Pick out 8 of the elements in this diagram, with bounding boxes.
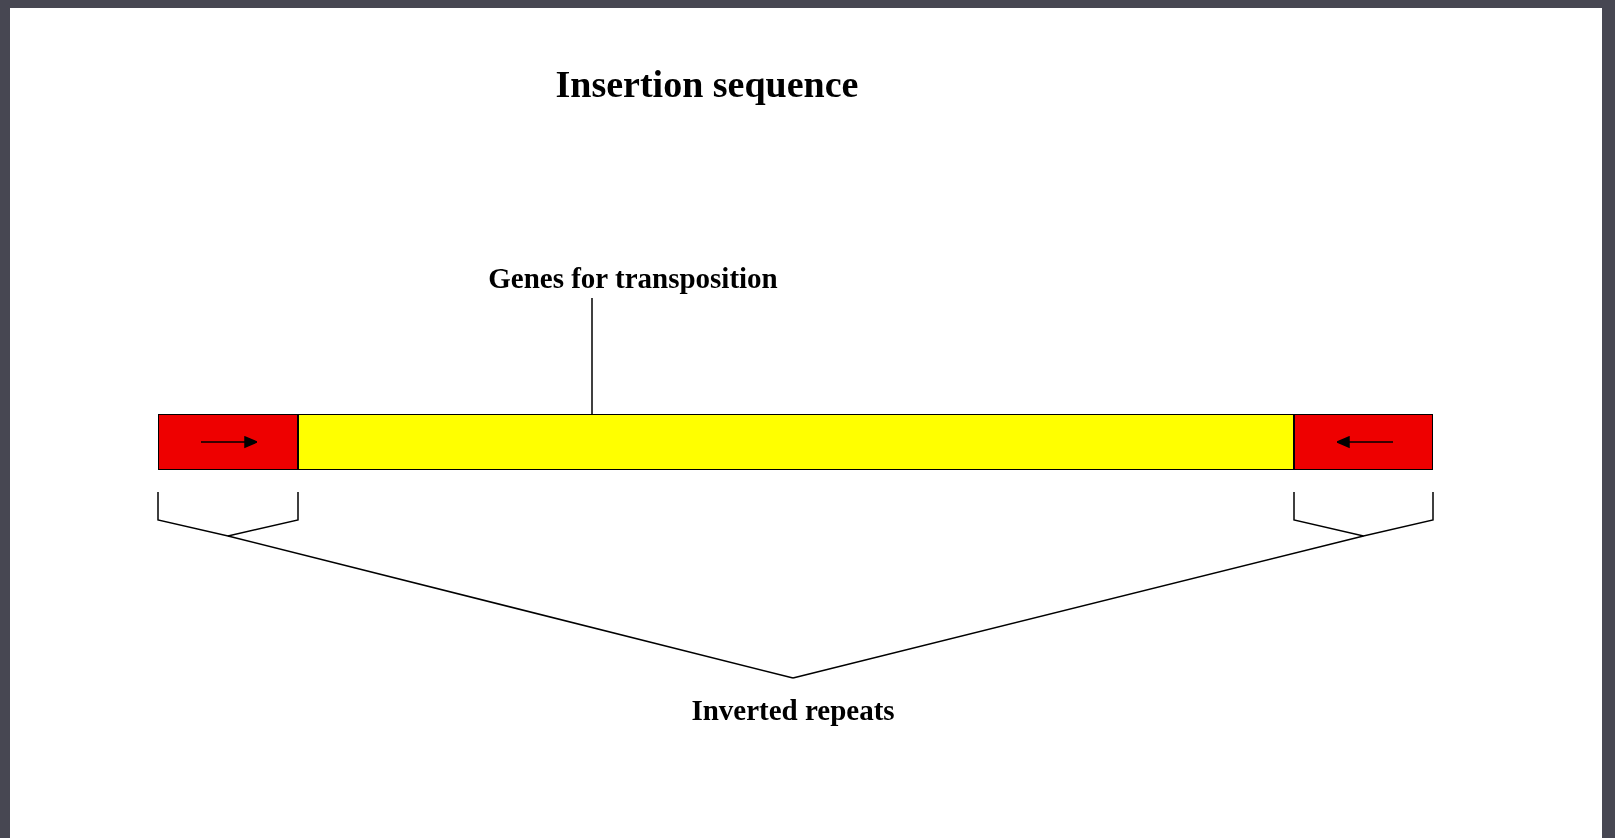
gene-segment: [298, 414, 1294, 470]
title: Insertion sequence: [554, 62, 860, 107]
node-label: Genes for transposition: [418, 258, 848, 298]
repeat-segment: [158, 414, 298, 470]
connector-line: [792, 535, 1365, 679]
connector-line: [227, 535, 794, 679]
repeat-segment: [1294, 414, 1433, 470]
node-label: Inverted repeats: [630, 690, 956, 730]
